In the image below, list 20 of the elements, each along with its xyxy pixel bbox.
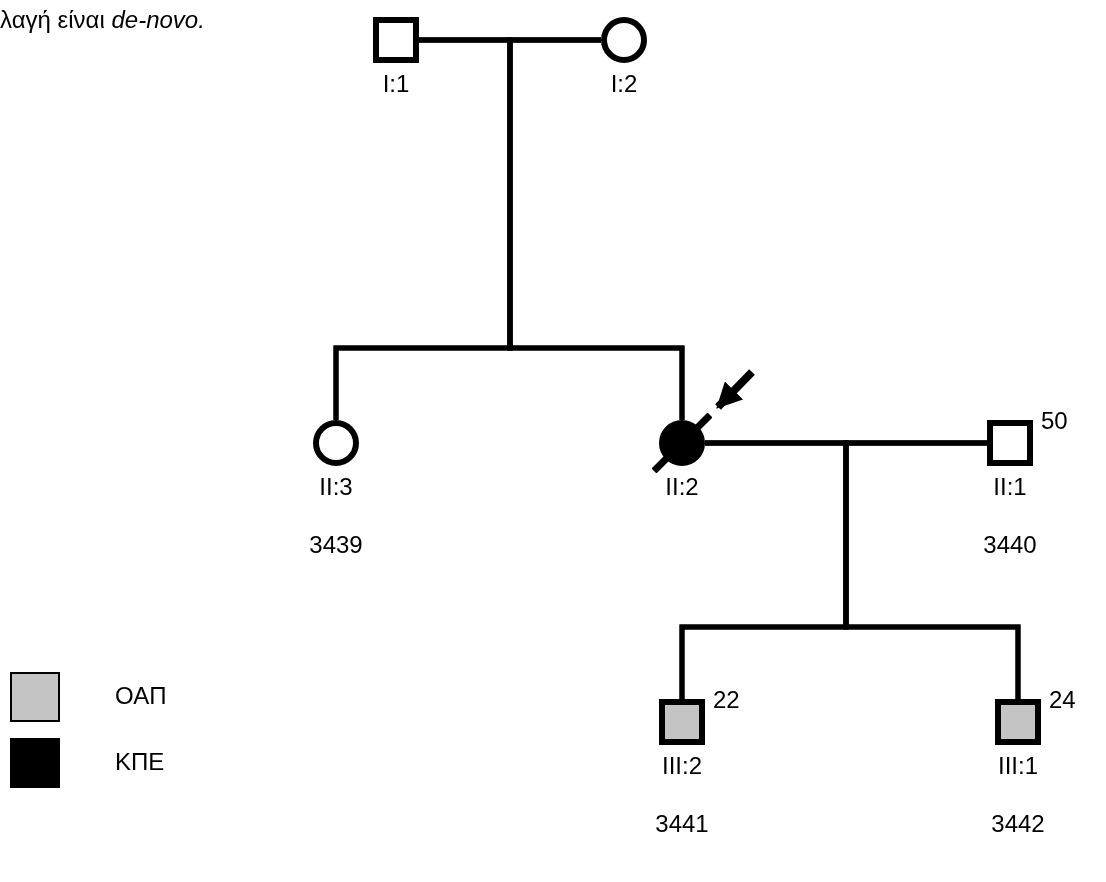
legend-label: ΟΑΠ — [115, 682, 167, 710]
proband-arrow — [715, 369, 755, 410]
individual-id: III:2 — [662, 752, 702, 780]
individual-id: I:1 — [382, 70, 410, 98]
descent-line — [507, 37, 685, 420]
individual-id: III:1 — [998, 752, 1038, 780]
individual-id: II:2 — [665, 473, 699, 501]
age-label: 22 — [713, 686, 740, 714]
sample-number: 3442 — [991, 810, 1045, 838]
age-label: 50 — [1041, 407, 1068, 435]
individual-id: II:1 — [993, 473, 1027, 501]
sample-number: 3439 — [309, 531, 363, 559]
sample-number: 3441 — [655, 810, 709, 838]
individual-id: I:2 — [610, 70, 638, 98]
sample-number: 3440 — [983, 531, 1037, 559]
age-label: 24 — [1049, 686, 1076, 714]
individual-id: II:3 — [319, 473, 353, 501]
note-text: λαγή είναι de-novo. — [0, 6, 205, 34]
legend-label: ΚΠΕ — [115, 748, 165, 776]
descent-line — [843, 440, 1021, 699]
